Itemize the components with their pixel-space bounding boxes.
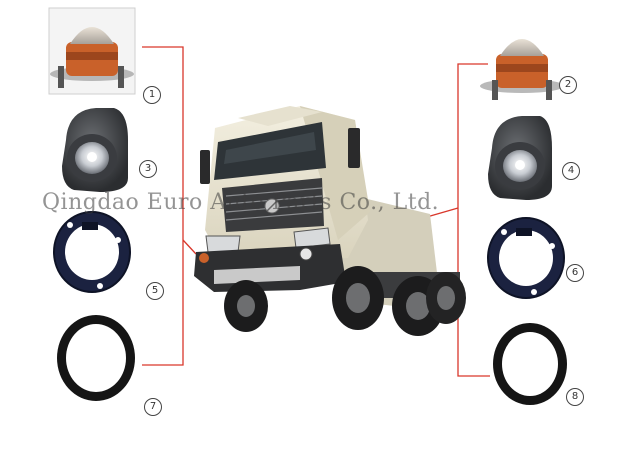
callout-number-2: 2 (559, 76, 577, 94)
callout-number-1: 1 (143, 86, 161, 104)
part-1-corner-lamp-left (48, 7, 136, 95)
callout-number-5: 5 (146, 282, 164, 300)
part-3-fog-lamp-left (62, 108, 128, 192)
part-2-corner-lamp-right (480, 39, 564, 100)
truck-illustration (194, 106, 466, 336)
leader-line-left-to-truck (182, 239, 197, 255)
part-7-seal-ring-left (57, 315, 135, 401)
callout-number-3: 3 (139, 160, 157, 178)
part-8-seal-ring-right (493, 323, 567, 405)
callout-number-4: 4 (562, 162, 580, 180)
callout-number-6: 6 (566, 264, 584, 282)
part-5-lamp-bracket-left (53, 211, 131, 293)
part-6-lamp-bracket-right (487, 217, 565, 299)
callout-number-8: 8 (566, 388, 584, 406)
callout-number-7: 7 (144, 398, 162, 416)
leader-line-right (457, 63, 490, 377)
part-4-fog-lamp-right (488, 116, 552, 200)
leader-line-left (142, 46, 184, 366)
